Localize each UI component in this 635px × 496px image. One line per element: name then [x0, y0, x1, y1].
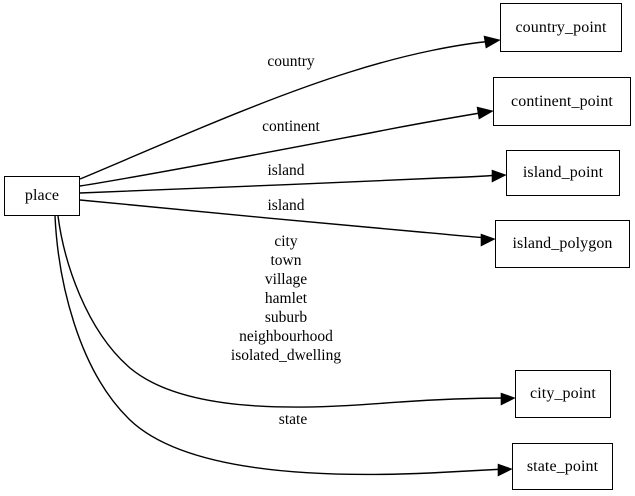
node-country-point[interactable]: country_point — [500, 3, 622, 52]
edge-label-island-polygon: island — [267, 197, 305, 214]
edge-label-city-group: city town village hamlet suburb neighbou… — [230, 233, 342, 364]
node-state-point-label: state_point — [526, 457, 599, 475]
edge-place-island_point — [79, 169, 507, 194]
node-island-point-label: island_point — [522, 164, 604, 181]
edge-place-city_point — [57, 215, 516, 408]
node-city-point[interactable]: city_point — [515, 370, 611, 418]
arrow-head-island-point — [491, 169, 507, 183]
edge-label-island-point: island — [267, 162, 305, 179]
arrow-head-continent — [476, 106, 494, 120]
edge-label-country: country — [267, 53, 315, 70]
node-place-label: place — [24, 187, 60, 204]
node-island-polygon[interactable]: island_polygon — [495, 220, 630, 268]
edge-line-state — [54, 215, 506, 476]
edge-place-island_polygon — [79, 199, 496, 247]
node-continent-point[interactable]: continent_point — [493, 77, 631, 126]
node-island-polygon-label: island_polygon — [512, 235, 613, 252]
edge-place-country_point — [79, 35, 501, 180]
edge-line-island-point — [79, 174, 500, 194]
arrow-head-country — [483, 35, 501, 49]
node-country-point-label: country_point — [515, 18, 607, 36]
edge-line-city — [57, 215, 509, 408]
edge-line-continent — [79, 111, 487, 187]
node-continent-point-label: continent_point — [511, 92, 613, 110]
edge-label-continent: continent — [262, 118, 320, 135]
edge-line-island-polygon — [79, 199, 489, 239]
edge-line-country — [79, 40, 494, 180]
edge-place-continent_point — [79, 106, 494, 187]
node-island-point[interactable]: island_point — [506, 150, 620, 196]
node-place[interactable]: place — [4, 176, 80, 216]
arrow-head-island-polygon — [480, 233, 496, 247]
arrow-head-state — [497, 463, 513, 477]
edge-place-state_point — [54, 215, 513, 477]
edge-label-state: state — [278, 411, 308, 428]
node-state-point[interactable]: state_point — [512, 443, 613, 490]
arrow-head-city — [500, 392, 516, 406]
node-city-point-label: city_point — [530, 385, 596, 402]
